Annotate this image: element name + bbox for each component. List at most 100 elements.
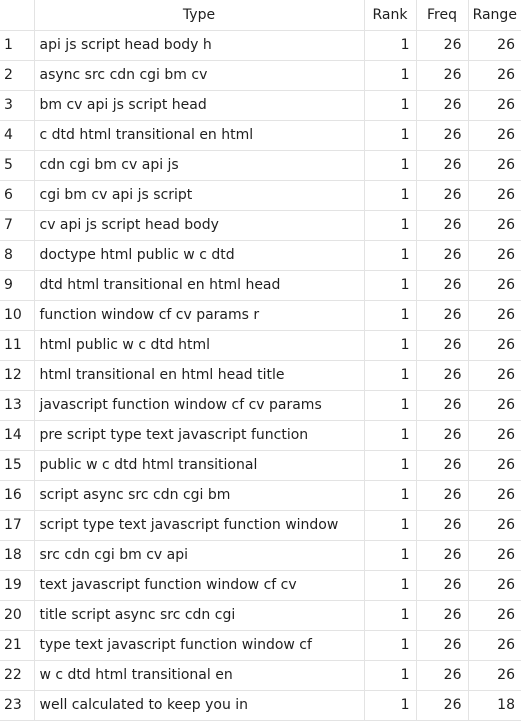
row-index-cell[interactable]: 3: [0, 90, 35, 121]
header-type[interactable]: Type: [34, 0, 365, 31]
freq-cell[interactable]: 26: [416, 480, 469, 511]
row-index-cell[interactable]: 21: [0, 630, 35, 661]
type-cell[interactable]: text javascript function window cf cv: [34, 570, 365, 601]
range-cell[interactable]: 26: [468, 90, 521, 121]
rank-cell[interactable]: 1: [364, 180, 417, 211]
type-cell[interactable]: javascript function window cf cv params: [34, 390, 365, 421]
type-cell[interactable]: script async src cdn cgi bm: [34, 480, 365, 511]
freq-cell[interactable]: 26: [416, 450, 469, 481]
range-cell[interactable]: 26: [468, 450, 521, 481]
type-cell[interactable]: script type text javascript function win…: [34, 510, 365, 541]
row-index-cell[interactable]: 7: [0, 210, 35, 241]
range-cell[interactable]: 26: [468, 210, 521, 241]
type-cell[interactable]: public w c dtd html transitional: [34, 450, 365, 481]
freq-cell[interactable]: 26: [416, 660, 469, 691]
rank-cell[interactable]: 1: [364, 240, 417, 271]
rank-cell[interactable]: 1: [364, 420, 417, 451]
range-cell[interactable]: 26: [468, 570, 521, 601]
rank-cell[interactable]: 1: [364, 510, 417, 541]
rank-cell[interactable]: 1: [364, 630, 417, 661]
range-cell[interactable]: 26: [468, 30, 521, 61]
rank-cell[interactable]: 1: [364, 120, 417, 151]
rank-cell[interactable]: 1: [364, 300, 417, 331]
row-index-cell[interactable]: 14: [0, 420, 35, 451]
freq-cell[interactable]: 26: [416, 240, 469, 271]
rank-cell[interactable]: 1: [364, 360, 417, 391]
freq-cell[interactable]: 26: [416, 120, 469, 151]
type-cell[interactable]: c dtd html transitional en html: [34, 120, 365, 151]
freq-cell[interactable]: 26: [416, 300, 469, 331]
freq-cell[interactable]: 26: [416, 30, 469, 61]
rank-cell[interactable]: 1: [364, 60, 417, 91]
freq-cell[interactable]: 26: [416, 570, 469, 601]
header-freq[interactable]: Freq: [416, 0, 469, 31]
rank-cell[interactable]: 1: [364, 570, 417, 601]
rank-cell[interactable]: 1: [364, 390, 417, 421]
header-index[interactable]: [0, 0, 35, 31]
freq-cell[interactable]: 26: [416, 90, 469, 121]
type-cell[interactable]: well calculated to keep you in: [34, 690, 365, 721]
range-cell[interactable]: 26: [468, 390, 521, 421]
range-cell[interactable]: 18: [468, 690, 521, 721]
type-cell[interactable]: type text javascript function window cf: [34, 630, 365, 661]
freq-cell[interactable]: 26: [416, 150, 469, 181]
row-index-cell[interactable]: 8: [0, 240, 35, 271]
row-index-cell[interactable]: 17: [0, 510, 35, 541]
type-cell[interactable]: function window cf cv params r: [34, 300, 365, 331]
header-rank[interactable]: Rank: [364, 0, 417, 31]
row-index-cell[interactable]: 15: [0, 450, 35, 481]
rank-cell[interactable]: 1: [364, 30, 417, 61]
range-cell[interactable]: 26: [468, 150, 521, 181]
row-index-cell[interactable]: 20: [0, 600, 35, 631]
type-cell[interactable]: api js script head body h: [34, 30, 365, 61]
freq-cell[interactable]: 26: [416, 180, 469, 211]
type-cell[interactable]: html public w c dtd html: [34, 330, 365, 361]
type-cell[interactable]: async src cdn cgi bm cv: [34, 60, 365, 91]
range-cell[interactable]: 26: [468, 540, 521, 571]
range-cell[interactable]: 26: [468, 240, 521, 271]
rank-cell[interactable]: 1: [364, 150, 417, 181]
type-cell[interactable]: cv api js script head body: [34, 210, 365, 241]
row-index-cell[interactable]: 16: [0, 480, 35, 511]
type-cell[interactable]: w c dtd html transitional en: [34, 660, 365, 691]
rank-cell[interactable]: 1: [364, 600, 417, 631]
row-index-cell[interactable]: 10: [0, 300, 35, 331]
rank-cell[interactable]: 1: [364, 270, 417, 301]
rank-cell[interactable]: 1: [364, 690, 417, 721]
row-index-cell[interactable]: 4: [0, 120, 35, 151]
row-index-cell[interactable]: 23: [0, 690, 35, 721]
row-index-cell[interactable]: 9: [0, 270, 35, 301]
freq-cell[interactable]: 26: [416, 210, 469, 241]
rank-cell[interactable]: 1: [364, 450, 417, 481]
range-cell[interactable]: 26: [468, 600, 521, 631]
freq-cell[interactable]: 26: [416, 270, 469, 301]
type-cell[interactable]: cdn cgi bm cv api js: [34, 150, 365, 181]
freq-cell[interactable]: 26: [416, 360, 469, 391]
header-range[interactable]: Range: [468, 0, 521, 31]
range-cell[interactable]: 26: [468, 120, 521, 151]
rank-cell[interactable]: 1: [364, 540, 417, 571]
rank-cell[interactable]: 1: [364, 210, 417, 241]
row-index-cell[interactable]: 18: [0, 540, 35, 571]
row-index-cell[interactable]: 12: [0, 360, 35, 391]
row-index-cell[interactable]: 19: [0, 570, 35, 601]
freq-cell[interactable]: 26: [416, 600, 469, 631]
type-cell[interactable]: src cdn cgi bm cv api: [34, 540, 365, 571]
